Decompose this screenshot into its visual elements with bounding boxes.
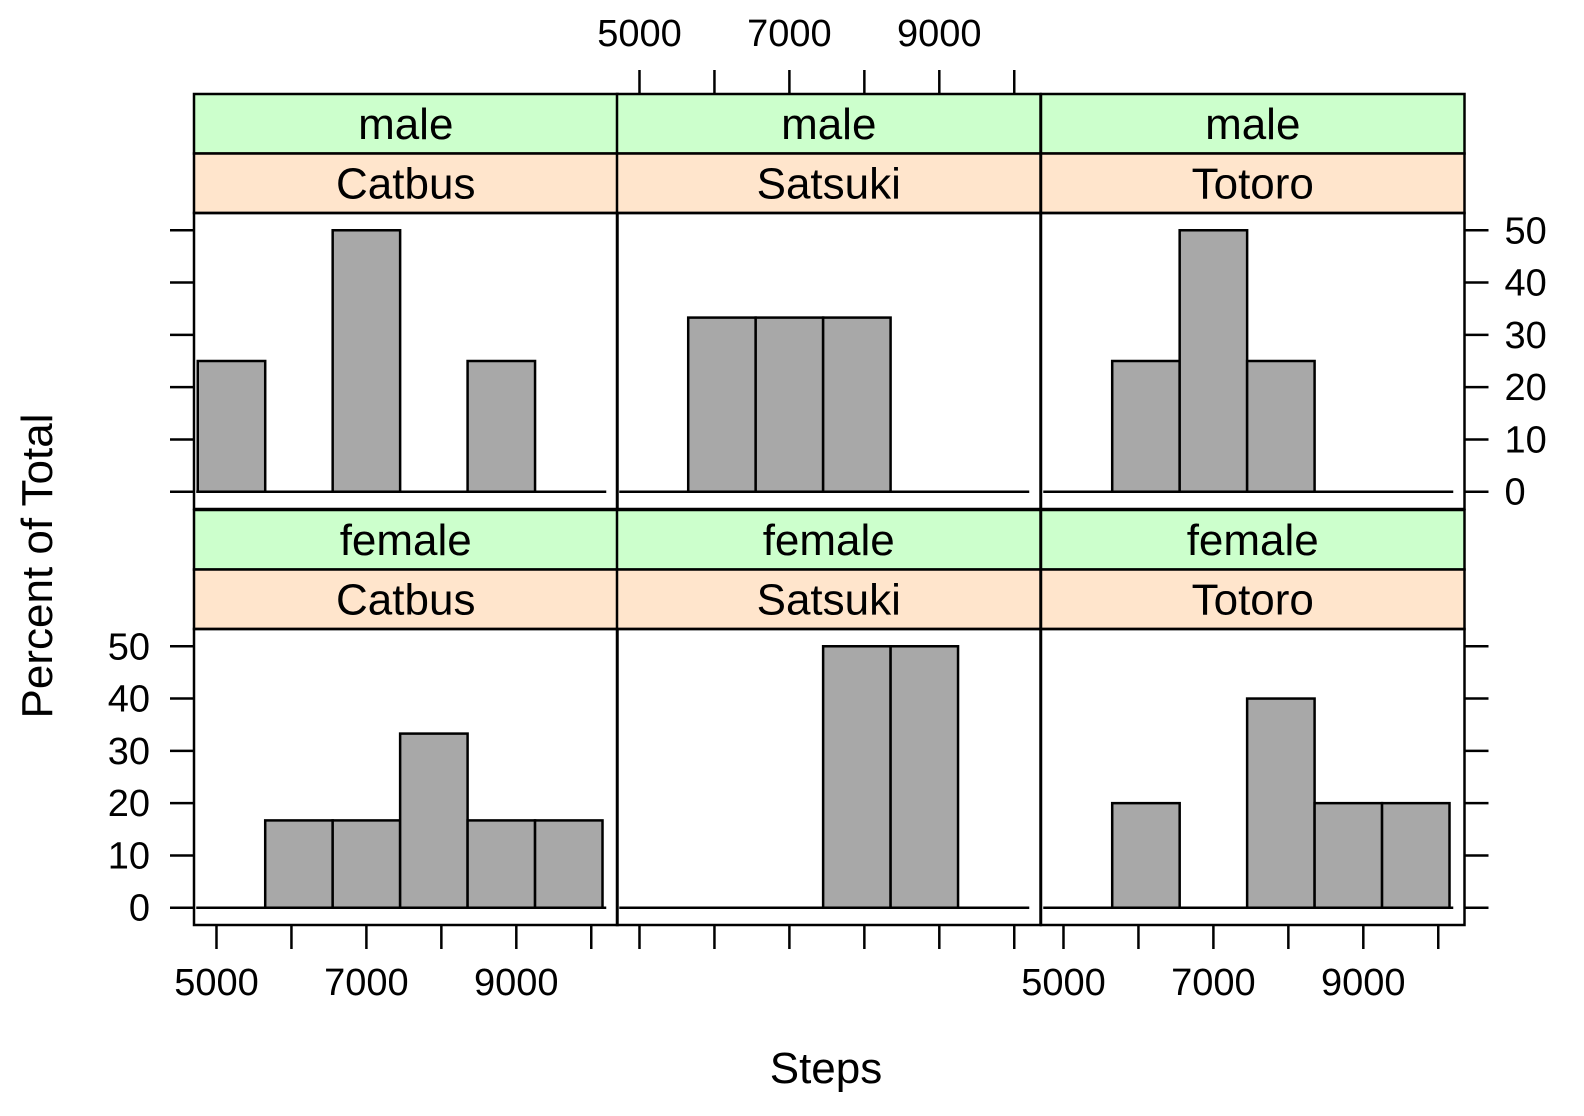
histogram-bar	[1110, 801, 1181, 909]
histogram-bar	[331, 819, 402, 909]
y-tick-label: 40	[1505, 263, 1547, 305]
strip-sex-label: female	[763, 516, 895, 565]
histogram-bar	[1245, 697, 1316, 909]
histogram-bar	[1245, 359, 1316, 493]
y-tick-label: 40	[108, 679, 150, 721]
histogram-bar	[686, 316, 757, 493]
y-tick-label: 50	[108, 626, 150, 668]
y-tick-label: 0	[1505, 472, 1526, 514]
y-tick-label: 20	[1505, 367, 1547, 409]
histogram-bar	[466, 359, 537, 493]
axes-layer: 5000 7000 9000 5000 7000 9000 5000 7000 9000 0 10 2…	[108, 13, 1547, 1004]
x-axis-title: Steps	[770, 1044, 883, 1093]
histogram-bar	[1313, 801, 1384, 909]
histogram-bar	[196, 359, 267, 493]
x-tick-label: 7000	[747, 13, 832, 55]
histogram-bar	[1110, 359, 1181, 493]
histogram-bar	[754, 316, 825, 493]
x-tick-label: 9000	[897, 13, 982, 55]
strip-sex-bg	[1039, 508, 1466, 571]
strip-character-label: Catbus	[336, 159, 475, 208]
y-tick-label: 10	[1505, 419, 1547, 461]
histogram-bar	[533, 819, 604, 909]
strip-character-label: Catbus	[336, 575, 475, 624]
panel-frame	[1039, 627, 1466, 927]
x-tick-label: 5000	[597, 13, 682, 55]
strip-character-bg	[1039, 568, 1466, 631]
y-axis-title: Percent of Total	[13, 414, 62, 719]
strip-character-bg	[615, 568, 1042, 631]
y-tick-label: 20	[108, 783, 150, 825]
histogram-bar	[466, 819, 537, 909]
y-tick-label: 30	[108, 731, 150, 773]
y-tick-label: 0	[129, 888, 150, 930]
histogram-bar	[821, 316, 892, 493]
histogram-bar	[1380, 801, 1451, 909]
strip-sex-label: male	[781, 100, 876, 149]
x-tick-label: 7000	[1171, 962, 1256, 1004]
x-tick-label: 7000	[324, 962, 409, 1004]
strip-sex-bg	[615, 92, 1042, 155]
strip-character-label: Totoro	[1192, 575, 1314, 624]
strip-character-bg	[192, 152, 619, 215]
y-tick-label: 50	[1505, 210, 1547, 252]
strip-character-bg	[615, 152, 1042, 215]
histogram-bar	[331, 229, 402, 493]
histogram-bar	[889, 645, 960, 909]
strip-character-label: Totoro	[1192, 159, 1314, 208]
x-tick-label: 9000	[1321, 962, 1406, 1004]
histogram-bar	[821, 645, 892, 909]
strip-sex-bg	[192, 92, 619, 155]
strip-sex-label: female	[340, 516, 472, 565]
strip-sex-label: female	[1187, 516, 1319, 565]
panels-layer: maleCatbusmaleSatsukimaleTotorofemaleCat…	[192, 92, 1466, 927]
x-tick-label: 5000	[174, 962, 259, 1004]
histogram-bar	[263, 819, 334, 909]
strip-sex-label: male	[1205, 100, 1300, 149]
y-tick-label: 30	[1505, 315, 1547, 357]
y-tick-label: 10	[108, 835, 150, 877]
histogram-bar	[1178, 229, 1249, 493]
x-tick-label: 9000	[474, 962, 559, 1004]
x-tick-label: 5000	[1021, 962, 1106, 1004]
strip-character-label: Satsuki	[757, 159, 901, 208]
strip-sex-label: male	[358, 100, 453, 149]
histogram-bar	[398, 732, 469, 909]
strip-character-label: Satsuki	[757, 575, 901, 624]
